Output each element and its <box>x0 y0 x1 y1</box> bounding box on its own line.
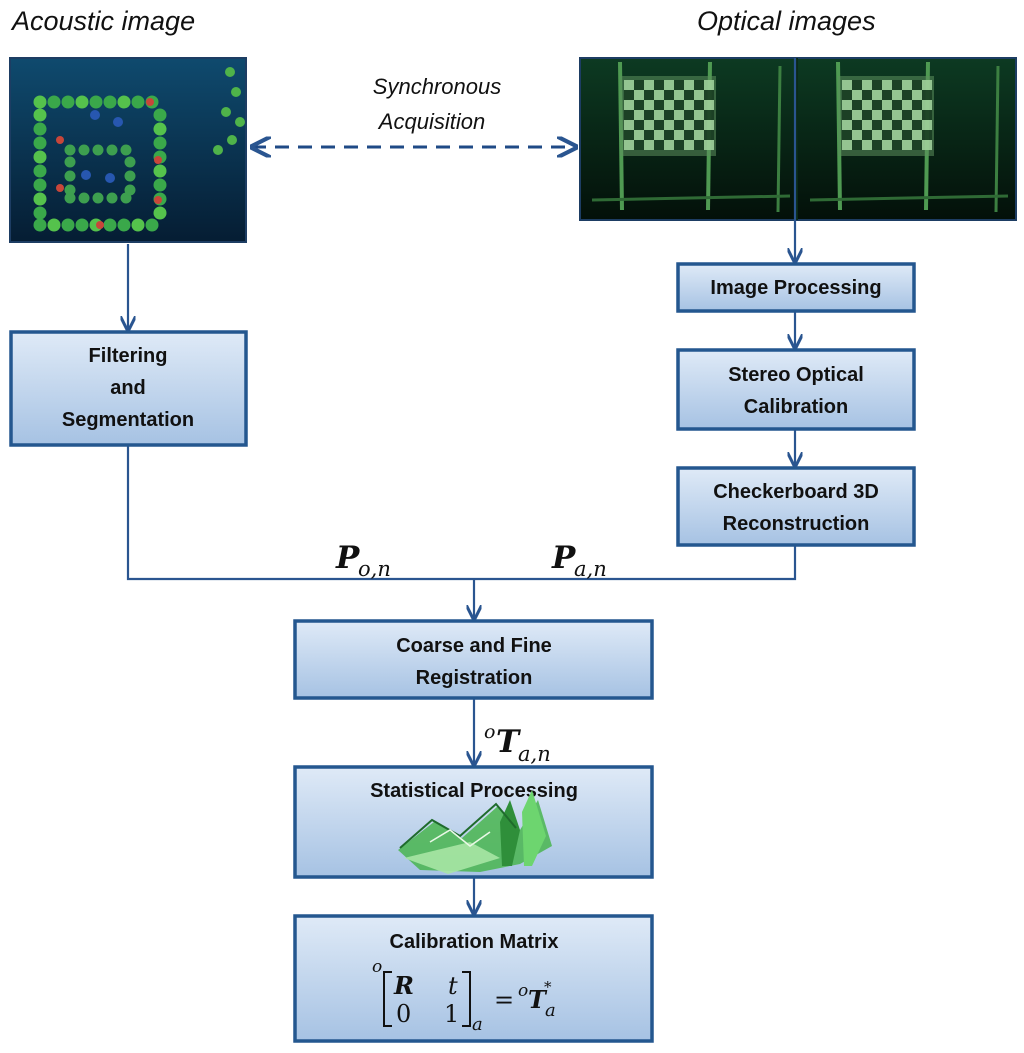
sync-label-line1: Synchronous <box>373 74 501 99</box>
stereo-calibration-box: Stereo Optical Calibration <box>676 348 916 431</box>
svg-text:o: o <box>372 957 382 977</box>
registration-line1: Coarse and Fine <box>396 635 552 657</box>
registration-line2: Registration <box>416 667 533 689</box>
svg-text:1: 1 <box>444 1000 459 1028</box>
filtering-line2: and <box>110 377 146 399</box>
svg-text:=: = <box>494 986 514 1014</box>
svg-text:a: a <box>545 1000 556 1021</box>
svg-text:a,n: a,n <box>574 557 607 581</box>
calibration-matrix-formula: o R t 0 1 a = o T * a <box>372 957 556 1035</box>
checkerboard-line2: Reconstruction <box>723 513 870 535</box>
statistical-processing-box: Statistical Processing <box>293 765 654 879</box>
svg-text:T: T <box>496 724 521 760</box>
stereo-line1: Stereo Optical <box>728 364 864 386</box>
t-a-n-label: o T a,n <box>484 721 551 766</box>
svg-text:a: a <box>472 1014 483 1035</box>
sync-label-line2: Acquisition <box>377 109 485 134</box>
registration-box: Coarse and Fine Registration <box>293 619 654 700</box>
svg-text:o: o <box>484 721 495 743</box>
stereo-line2: Calibration <box>744 396 848 418</box>
svg-text:P: P <box>335 540 361 576</box>
image-processing-box: Image Processing <box>676 262 916 313</box>
svg-text:a,n: a,n <box>518 742 551 766</box>
svg-text:*: * <box>544 978 552 996</box>
calibration-label: Calibration Matrix <box>390 931 559 953</box>
statistical-label: Statistical Processing <box>370 780 578 802</box>
svg-text:0: 0 <box>396 1000 411 1028</box>
optical-images-title: Optical images <box>697 6 876 36</box>
svg-text:t: t <box>448 972 458 1000</box>
svg-text:T: T <box>528 985 548 1014</box>
checkerboard-line1: Checkerboard 3D <box>713 481 879 503</box>
calibration-matrix-box: Calibration Matrix o R t 0 1 a = o T * a <box>293 914 654 1043</box>
optical-images-thumbnail <box>579 57 1017 221</box>
connectors <box>128 58 795 914</box>
p-o-n-label: P o,n <box>335 540 391 581</box>
acoustic-image-title: Acoustic image <box>10 6 195 36</box>
statistics-chart-icon <box>398 790 552 874</box>
checkerboard-reconstruction-box: Checkerboard 3D Reconstruction <box>676 466 916 547</box>
p-a-n-label: P a,n <box>551 540 607 581</box>
image-processing-label: Image Processing <box>710 277 881 299</box>
filtering-segmentation-box: Filtering and Segmentation <box>9 330 248 447</box>
acoustic-image-thumbnail <box>9 57 247 243</box>
svg-text:P: P <box>551 540 577 576</box>
svg-text:o: o <box>518 981 528 1001</box>
filtering-line1: Filtering <box>89 345 168 367</box>
svg-text:R: R <box>393 971 414 1000</box>
filtering-line3: Segmentation <box>62 409 194 431</box>
svg-text:o,n: o,n <box>358 557 391 581</box>
